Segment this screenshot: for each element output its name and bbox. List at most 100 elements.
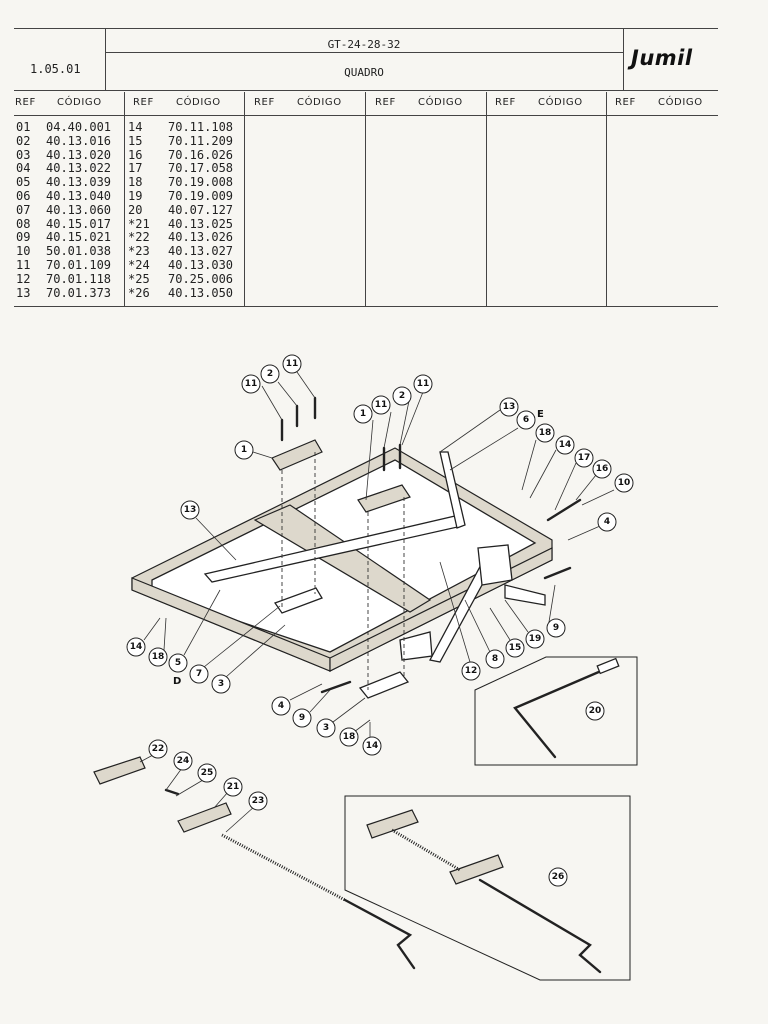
table-cell-code: 70.19.009 (168, 189, 234, 203)
table-cell-ref: 08 (16, 216, 31, 231)
table-cell-ref: 16 (128, 147, 143, 162)
col-ref-heading: REF (615, 97, 636, 108)
callout-number: 1 (241, 445, 247, 455)
table-cell-code: 70.01.109 (46, 258, 112, 272)
table-cell-ref: *22 (128, 230, 150, 245)
threaded-rod-26 (391, 828, 461, 872)
page-number: 1.05.01 (30, 62, 81, 76)
table-cell-ref: 12 (16, 271, 31, 286)
pin-17 (546, 498, 582, 522)
label-D: D (173, 676, 181, 687)
plate-26b (449, 854, 504, 885)
col-ref-heading: REF (133, 97, 154, 108)
table-cell-code: 40.07.127 (168, 202, 234, 217)
table-cell-code: 40.13.027 (168, 244, 234, 259)
table-cell-code: 70.19.008 (168, 175, 234, 190)
clamp-plate-1 (271, 439, 323, 471)
col-code-heading: CÓDIGO (57, 97, 102, 108)
clamp-plate-1b (357, 484, 411, 513)
callout-number: 20 (589, 706, 602, 716)
inset-frame-26 (344, 795, 631, 981)
section-title: QUADRO (344, 66, 384, 79)
callout-20: 20 (585, 701, 605, 721)
col-ref-heading: REF (375, 97, 396, 108)
table-cell-ref: *26 (128, 285, 150, 300)
callout-14: 14 (362, 736, 382, 756)
crank-rod-23 (343, 898, 416, 970)
table-cell-ref: 09 (16, 230, 31, 245)
callout-21: 21 (223, 777, 243, 797)
callout-number: 3 (218, 679, 224, 689)
callout-13: 13 (180, 500, 200, 520)
callout-9: 9 (546, 618, 566, 638)
callout-number: 2 (399, 391, 405, 401)
callout-26: 26 (548, 867, 568, 887)
callout-number: 11 (375, 400, 388, 410)
callout-number: 14 (559, 440, 572, 450)
callout-number: 13 (184, 505, 197, 515)
table-cell-ref: 11 (16, 258, 31, 272)
callout-25: 25 (197, 763, 217, 783)
table-cell-code: 04.40.001 (46, 120, 112, 134)
clamp-plate-3 (273, 587, 323, 614)
table-cell-ref: 18 (128, 175, 143, 190)
callout-number: 12 (465, 666, 478, 676)
table-cell-ref: 03 (16, 147, 31, 162)
callout-number: 7 (196, 669, 202, 679)
label-E: E (537, 409, 544, 420)
callout-number: 26 (552, 872, 565, 882)
table-cell-code: 40.13.022 (46, 161, 112, 176)
callout-number: 18 (152, 652, 165, 662)
table-cell-code: 70.16.026 (168, 147, 234, 162)
callout-number: 9 (553, 623, 559, 633)
callout-number: 2 (267, 369, 273, 379)
header-divider-left (105, 28, 106, 90)
model-title: GT-24-28-32 (327, 38, 401, 51)
table-cell-ref: *25 (128, 271, 150, 286)
table-cell-ref: 06 (16, 189, 31, 203)
callout-number: 13 (503, 402, 516, 412)
frame-cross-beam (253, 504, 432, 613)
crank-handle (513, 666, 610, 759)
table-cell-code: 70.25.006 (168, 271, 234, 286)
callout-number: 1 (360, 409, 366, 419)
table-cell-ref: 15 (128, 133, 143, 148)
callout-6: 6 (516, 410, 536, 430)
table-cell-code: 40.13.030 (168, 258, 234, 272)
callout-number: 6 (523, 415, 529, 425)
table-cell-code: 70.01.373 (46, 285, 112, 300)
table-col-divider (124, 92, 125, 307)
pin-9b (320, 680, 352, 694)
lower-parts (93, 756, 416, 970)
callout-number: 24 (177, 756, 190, 766)
callout-4: 4 (597, 512, 617, 532)
callout-23: 23 (248, 791, 268, 811)
callout-22: 22 (148, 739, 168, 759)
table-cell-code: 70.11.108 (168, 120, 234, 134)
callout-1: 1 (234, 440, 254, 460)
callout-4: 4 (271, 696, 291, 716)
callout-11: 11 (371, 395, 391, 415)
table-cell-ref: *24 (128, 258, 150, 272)
callout-16: 16 (592, 459, 612, 479)
header-bottom-rule (14, 90, 718, 91)
inset-crank-handle (474, 656, 638, 766)
table-cell-ref: 17 (128, 161, 143, 176)
callout-number: 22 (152, 744, 165, 754)
clamp-plate-3b (358, 671, 410, 699)
table-cell-code: 40.13.020 (46, 147, 112, 162)
callout-10: 10 (614, 473, 634, 493)
callout-9: 9 (292, 708, 312, 728)
pin-9 (543, 566, 572, 580)
callout-1: 1 (353, 404, 373, 424)
table-cell-code: 40.15.017 (46, 216, 112, 231)
header-middle-rule (105, 52, 623, 53)
table-cell-ref: *23 (128, 244, 150, 259)
plate-22 (93, 756, 146, 785)
col-ref-heading: REF (495, 97, 516, 108)
callout-number: 4 (604, 517, 610, 527)
col-ref-heading: REF (15, 97, 36, 108)
callout-number: 11 (417, 379, 430, 389)
